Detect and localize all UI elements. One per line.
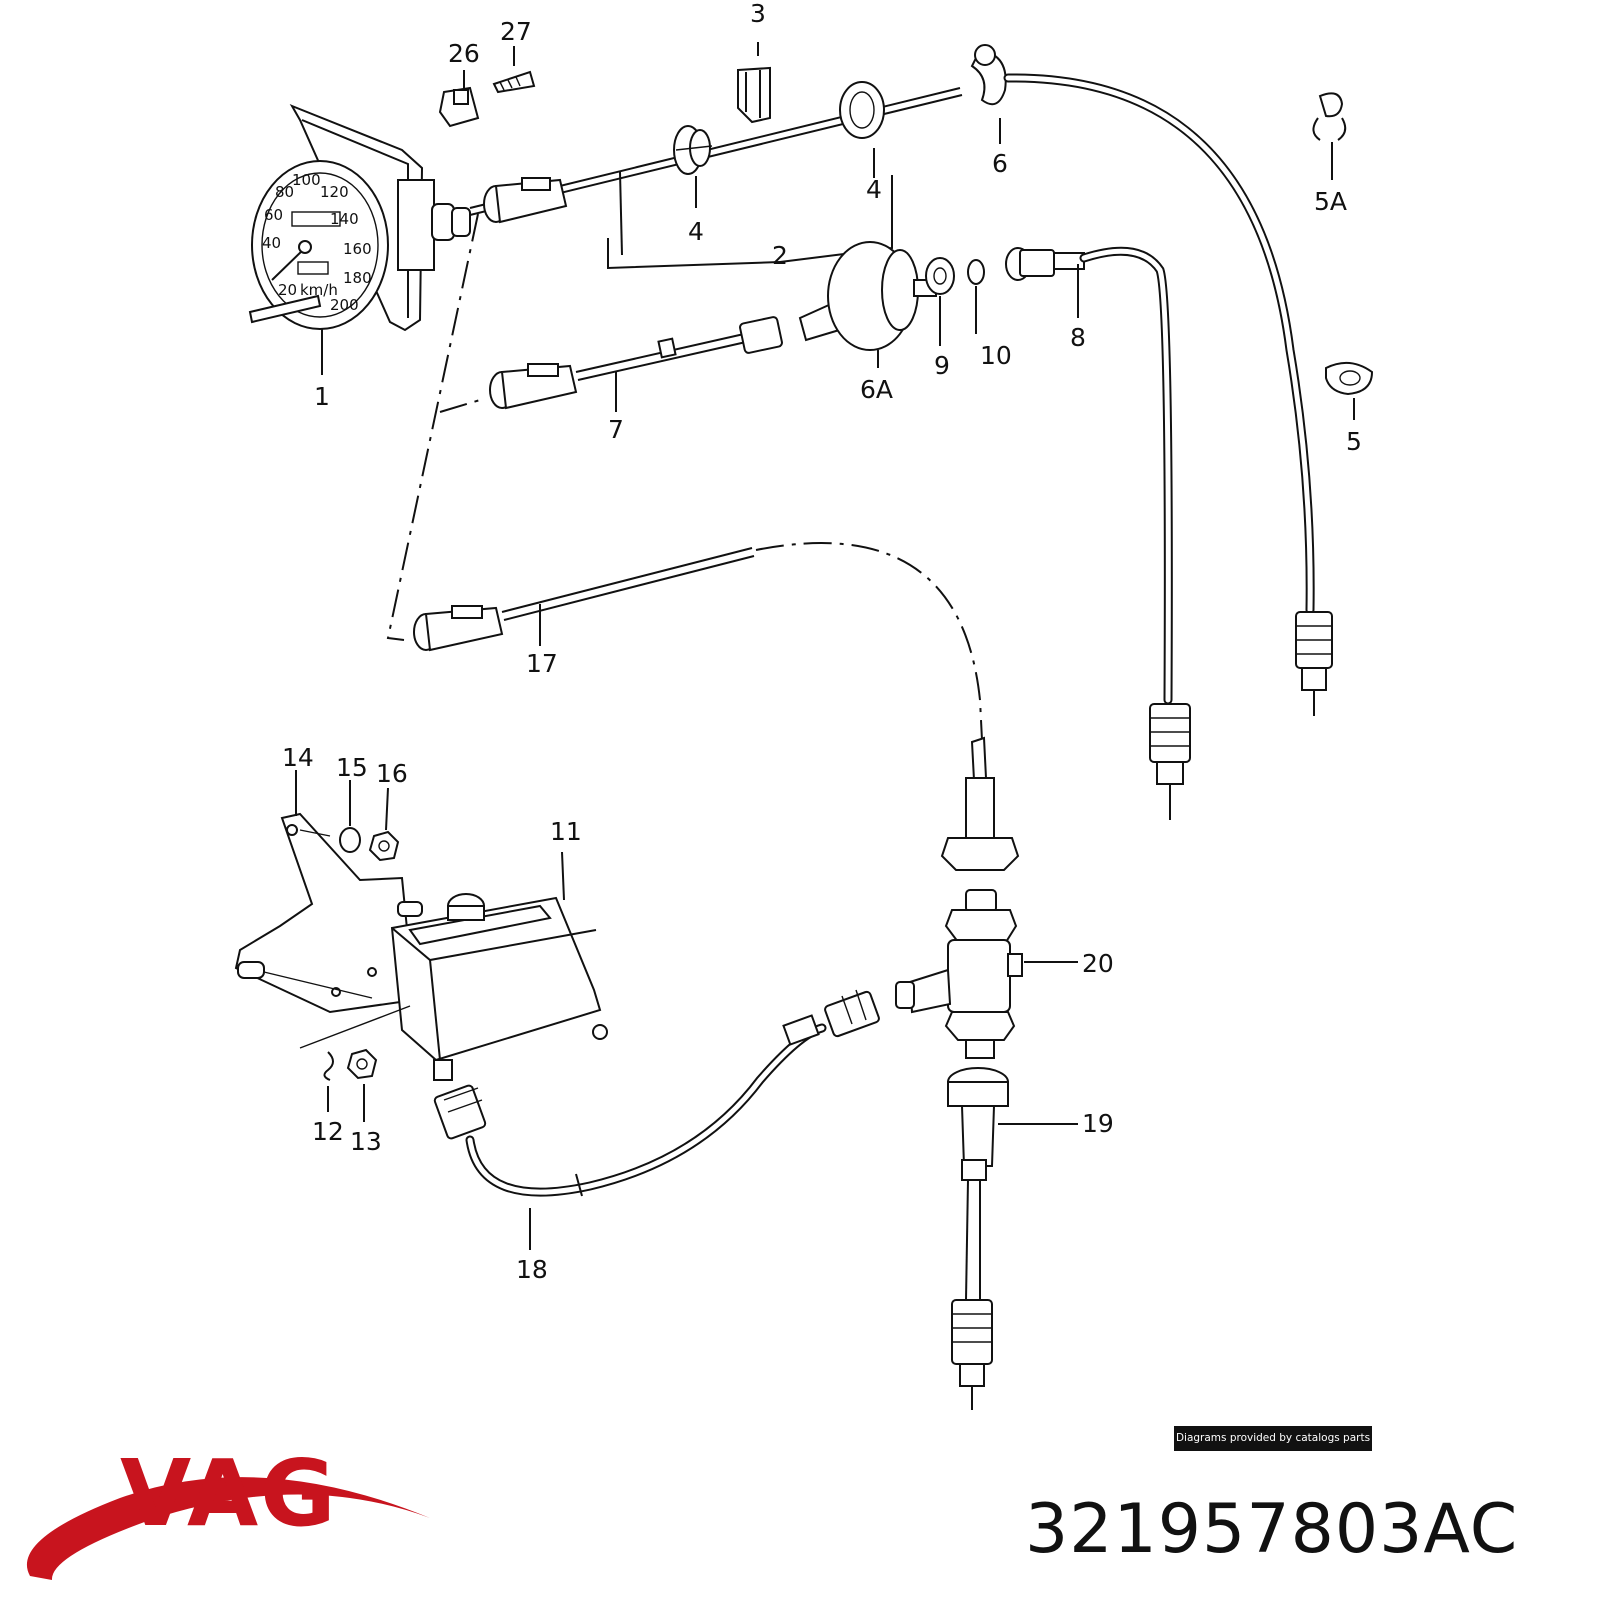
clip-part-5: [1325, 361, 1374, 396]
callout-15: 15: [336, 753, 368, 782]
dial-number: 180: [343, 269, 372, 287]
clip-part-3: [737, 66, 771, 124]
dial-number: 80: [275, 183, 294, 201]
callout-16: 16: [376, 759, 408, 788]
needle: [271, 247, 306, 281]
dial-number: 160: [343, 240, 372, 258]
callout-13: 13: [350, 1127, 382, 1156]
cable-part-8: [1005, 246, 1191, 820]
dial-number: 100: [292, 171, 321, 189]
sender-unit-part-11: [390, 893, 608, 1081]
callout-19: 19: [1082, 1109, 1114, 1138]
washer-part-15: [339, 827, 361, 853]
dial-number: 40: [262, 234, 281, 252]
callout-7: 7: [608, 415, 624, 444]
splitter-part-20: [895, 736, 1023, 1059]
leader-lines: [295, 42, 1355, 1250]
nut-part-13: [346, 1048, 378, 1080]
lower-cable-part-7: [489, 316, 783, 410]
routing-lines: [386, 213, 481, 641]
screw-part-27: [492, 70, 536, 94]
vag-logo-swoosh: [26, 1477, 431, 1580]
callout-12: 12: [312, 1117, 344, 1146]
callout-1: 1: [314, 382, 330, 411]
nut-part-16: [368, 830, 400, 862]
callout-6a: 6A: [860, 375, 893, 404]
callout-2: 2: [772, 241, 788, 270]
callout-8: 8: [1070, 323, 1086, 352]
callout-11: 11: [550, 817, 582, 846]
vag-logo-text: VAG: [120, 1440, 338, 1547]
dial-number: 20: [278, 281, 297, 299]
callout-4a: 4: [688, 217, 704, 246]
callout-5: 5: [1346, 427, 1362, 456]
dial-unit: km/h: [300, 281, 338, 299]
dial-number: 140: [330, 210, 359, 228]
clamp-part-6: [970, 44, 1007, 106]
callout-26: 26: [448, 39, 480, 68]
long-cable-right: [1003, 73, 1333, 716]
clip-part-26: [438, 86, 480, 128]
callout-6: 6: [992, 149, 1008, 178]
callout-10: 10: [980, 341, 1012, 370]
cable-part-17: [413, 542, 983, 741]
speedometer-assembly: 20 40 60 80 100 120 140 160 180 200 km/h: [248, 104, 471, 332]
callout-18: 18: [516, 1255, 548, 1284]
adapter-part-6a: [798, 241, 937, 351]
bracket-part-14: [234, 812, 423, 1014]
cable-part-19: [947, 1067, 1009, 1410]
callout-17: 17: [526, 649, 558, 678]
dial-number: 60: [264, 206, 283, 224]
washer-part-10: [967, 259, 985, 285]
callout-20: 20: [1082, 949, 1114, 978]
callout-27: 27: [500, 17, 532, 46]
clip-part-5a: [1312, 92, 1347, 141]
dial-numbers: 20 40 60 80 100 120 140 160 180 200 km/h: [262, 171, 372, 314]
lockwasher-part-12: [323, 1051, 334, 1081]
dial-number: 120: [320, 183, 349, 201]
cable-part-18: [433, 989, 880, 1197]
callout-4b: 4: [866, 175, 882, 204]
upper-cable-part-2: [469, 81, 963, 270]
callout-5a: 5A: [1314, 187, 1347, 216]
callout-9: 9: [934, 351, 950, 380]
callout-3: 3: [750, 0, 766, 28]
gear-part-9: [925, 257, 955, 295]
callouts: 1 2 3 4 4 5 5A 6 6A 7 8 9 10 11 12 13 14…: [282, 0, 1362, 1284]
part-number: 321957803AC: [1025, 1490, 1519, 1569]
credit-banner: Diagrams provided by catalogs parts: [1174, 1426, 1372, 1451]
callout-14: 14: [282, 743, 314, 772]
dial-number: 200: [330, 296, 359, 314]
